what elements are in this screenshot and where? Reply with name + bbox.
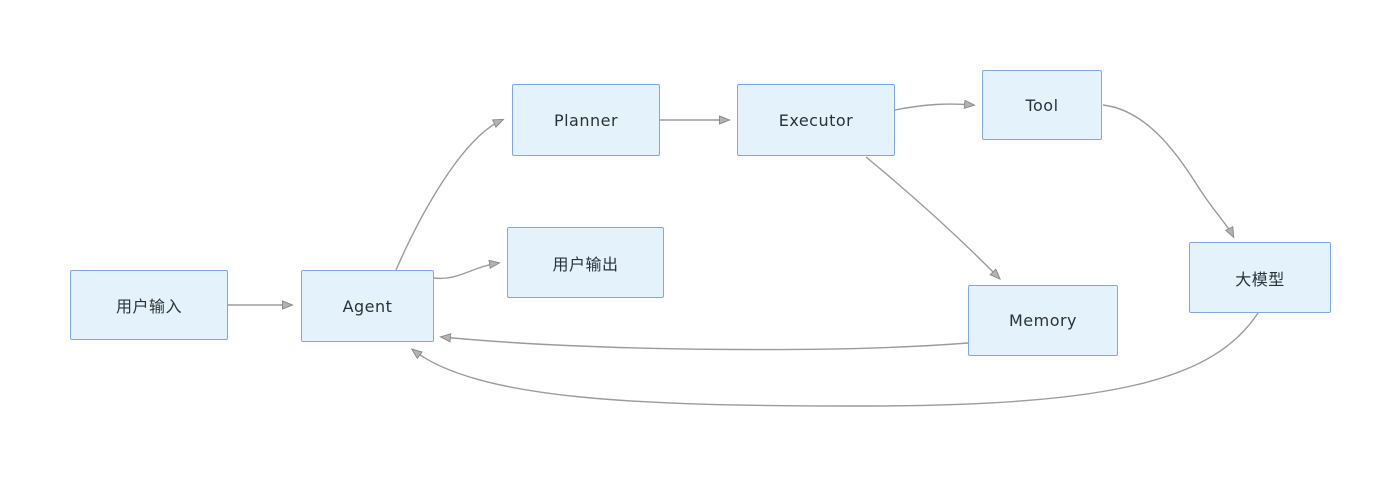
- node-user-output-label: 用户输出: [552, 254, 619, 274]
- node-memory-label: Memory: [1008, 311, 1078, 330]
- node-memory[interactable]: Memory: [968, 285, 1118, 356]
- node-big-model[interactable]: 大模型: [1189, 242, 1331, 313]
- node-executor[interactable]: Executor: [737, 84, 895, 156]
- node-user-input[interactable]: 用户输入: [70, 270, 228, 340]
- edge-tool-to-big-model: [1102, 104, 1233, 236]
- node-agent[interactable]: Agent: [301, 270, 434, 342]
- node-tool[interactable]: Tool: [982, 70, 1102, 140]
- node-big-model-label: 大模型: [1235, 269, 1285, 289]
- node-agent-label: Agent: [342, 296, 393, 316]
- node-user-input-label: 用户输入: [115, 297, 182, 316]
- edge-agent-to-user-output: [433, 263, 498, 280]
- node-planner[interactable]: Planner: [512, 84, 660, 156]
- edge-agent-to-planner: [395, 120, 502, 271]
- edge-executor-to-memory: [865, 156, 999, 278]
- edge-big-model-to-agent: [413, 312, 1259, 407]
- edge-executor-to-tool: [894, 104, 973, 111]
- node-planner-label: Planner: [553, 110, 619, 130]
- node-user-output[interactable]: 用户输出: [507, 227, 664, 298]
- node-tool-label: Tool: [1025, 95, 1059, 115]
- node-executor-label: Executor: [778, 110, 854, 130]
- edge-memory-to-agent: [442, 337, 969, 351]
